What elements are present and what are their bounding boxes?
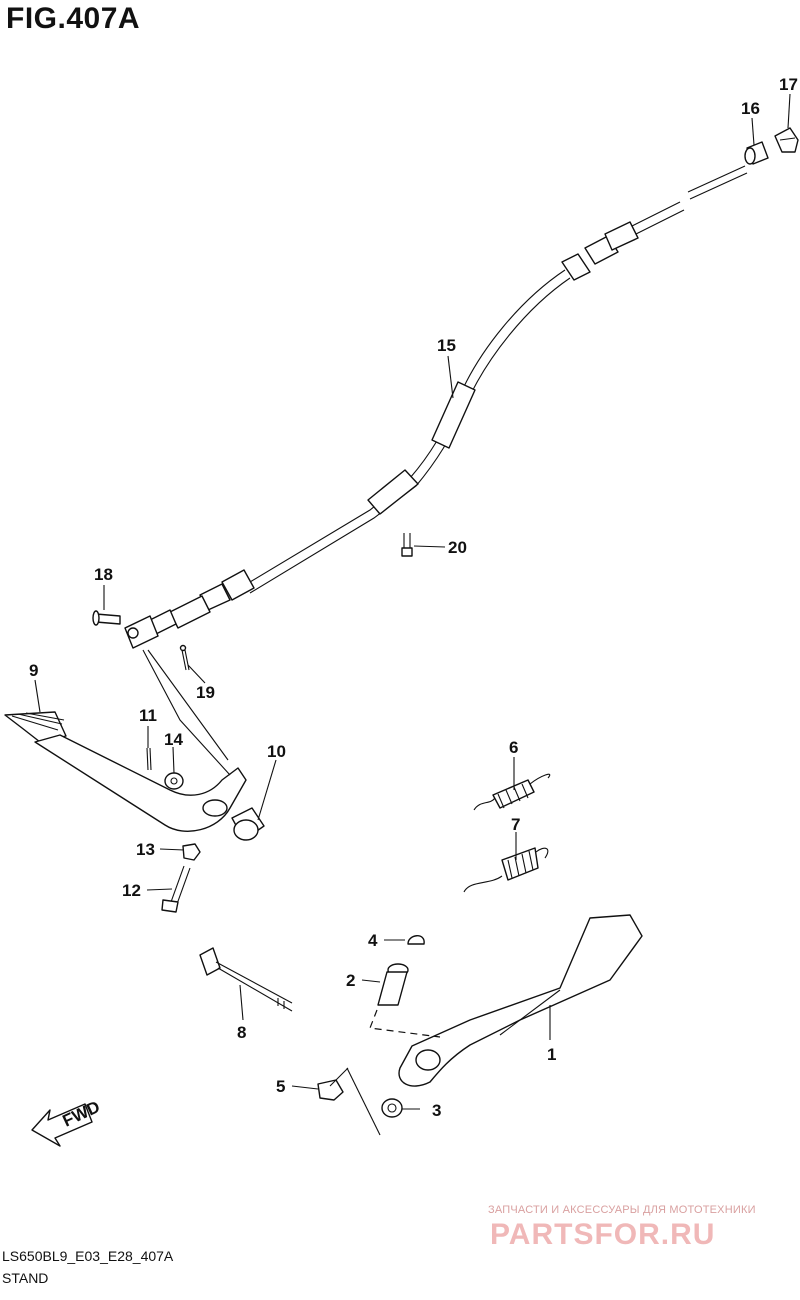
side-stand xyxy=(398,914,643,1087)
nut-small xyxy=(182,843,201,861)
callout-14: 14 xyxy=(164,730,183,749)
alignment-line-clevis-b xyxy=(147,649,229,761)
bolt-cable-clamp xyxy=(401,533,413,557)
cap xyxy=(407,935,425,945)
callout-4: 4 xyxy=(368,931,378,950)
alignment-line-clevis-a xyxy=(142,649,231,776)
cable-end-cap xyxy=(744,141,769,165)
fwd-arrow-icon: FWD xyxy=(31,1097,103,1147)
cable-end-boot xyxy=(774,127,799,153)
callout-18: 18 xyxy=(94,565,113,584)
washer-small xyxy=(164,772,184,790)
bolt-small xyxy=(161,865,191,913)
pivot-shaft xyxy=(202,799,265,841)
callout-15: 15 xyxy=(437,336,456,355)
stand-cable xyxy=(124,165,748,649)
alignment-line-5-3 xyxy=(346,1067,381,1136)
callout-19: 19 xyxy=(196,683,215,702)
callout-1: 1 xyxy=(547,1045,556,1064)
watermark-tagline: ЗАПЧАСТИ И АКСЕССУАРЫ ДЛЯ МОТОТЕХНИКИ xyxy=(488,1204,756,1216)
figure-title: FIG.407A xyxy=(6,2,141,35)
callout-10: 10 xyxy=(267,742,286,761)
callout-7: 7 xyxy=(511,815,520,834)
spring-7 xyxy=(463,847,549,893)
clevis-pin xyxy=(92,610,121,626)
stand-washer xyxy=(381,1098,403,1118)
callout-2: 2 xyxy=(346,971,355,990)
leader-lines xyxy=(34,93,791,1110)
callout-6: 6 xyxy=(509,738,518,757)
callout-12: 12 xyxy=(122,881,141,900)
callout-8: 8 xyxy=(237,1023,246,1042)
cotter-pin-upper xyxy=(179,644,190,671)
stand-pivot-bolt xyxy=(377,963,409,1006)
cotter-pin-lower xyxy=(146,747,152,771)
stand-lever xyxy=(4,711,247,832)
alignment-line-5 xyxy=(329,1067,349,1087)
callout-11: 11 xyxy=(139,706,157,725)
spring-6 xyxy=(473,773,551,811)
alignment-dash-1 xyxy=(369,1009,441,1038)
diagram-code: LS650BL9_E03_E28_407A xyxy=(2,1248,174,1264)
callout-labels: 1 2 3 4 5 6 7 8 9 10 11 12 13 14 15 16 1… xyxy=(29,75,798,1120)
pivot-bolt xyxy=(199,947,293,1012)
callout-16: 16 xyxy=(741,99,760,118)
stand-nut xyxy=(317,1079,344,1101)
callout-20: 20 xyxy=(448,538,467,557)
callout-5: 5 xyxy=(276,1077,285,1096)
watermark-logo: PARTSFOR.RU xyxy=(490,1218,716,1251)
callout-13: 13 xyxy=(136,840,155,859)
callout-17: 17 xyxy=(779,75,798,94)
callout-9: 9 xyxy=(29,661,38,680)
callout-3: 3 xyxy=(432,1101,441,1120)
section-name: STAND xyxy=(2,1270,49,1286)
